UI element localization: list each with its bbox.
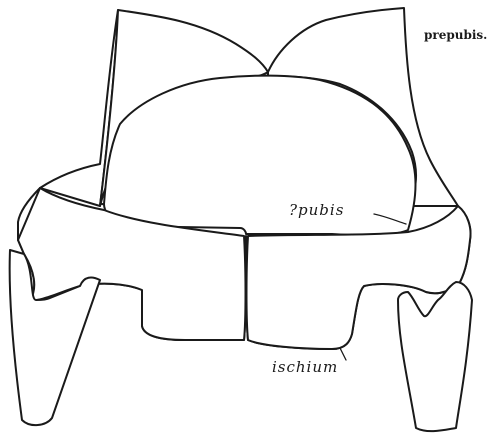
pubis-label: ?pubis bbox=[289, 203, 344, 218]
right-leg bbox=[398, 282, 472, 431]
central-dome bbox=[104, 76, 416, 236]
ischium-label: ischium bbox=[272, 360, 338, 375]
ischium-leader bbox=[340, 348, 346, 360]
prepubis-label: prepubis. bbox=[424, 29, 487, 41]
